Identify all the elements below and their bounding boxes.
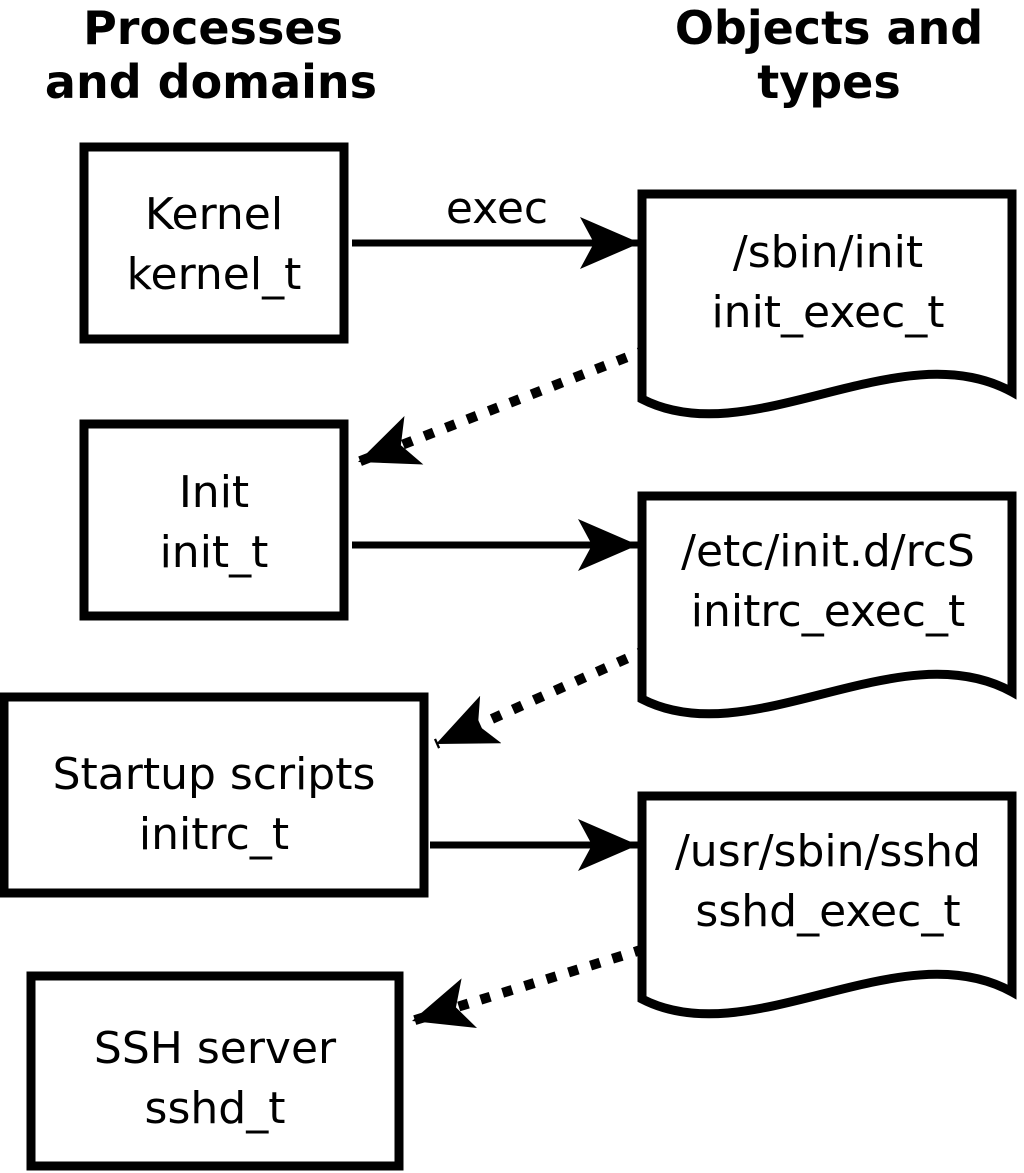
process-domain: kernel_t	[127, 249, 302, 300]
edge-sshdexec-to-sshdt	[410, 944, 646, 1029]
process-name: Startup scripts	[53, 749, 376, 800]
process-node-ssh-server: SSH server sshd_t	[26, 971, 404, 1171]
edge-initexec-to-initt	[356, 344, 650, 467]
process-box	[0, 692, 429, 898]
object-path: /etc/init.d/rcS	[681, 526, 975, 577]
dotted-arrow	[356, 344, 650, 467]
column-header-objects-line2: types	[757, 55, 900, 109]
edge-kernel-exec-init: exec	[352, 183, 640, 269]
process-box	[79, 419, 349, 621]
dotted-arrow	[433, 644, 651, 749]
object-node-sbin-init: /sbin/init init_exec_t	[637, 189, 1017, 419]
column-header-objects-line1: Objects and	[675, 1, 983, 55]
document-shape	[637, 189, 1017, 419]
object-path: /usr/sbin/sshd	[675, 826, 981, 877]
process-name: Init	[179, 467, 249, 518]
process-box	[79, 142, 349, 344]
process-domain: initrc_t	[139, 809, 289, 860]
document-shape	[637, 491, 1017, 719]
dotted-arrow	[410, 944, 646, 1029]
process-node-init: Init init_t	[79, 419, 349, 621]
process-name: Kernel	[145, 189, 283, 240]
process-domain: init_t	[160, 527, 269, 578]
column-header-processes-line1: Processes	[83, 1, 343, 55]
object-node-etc-initd-rcs: /etc/init.d/rcS initrc_exec_t	[637, 491, 1017, 719]
object-type: init_exec_t	[711, 287, 944, 338]
object-type: initrc_exec_t	[691, 586, 965, 637]
process-node-kernel: Kernel kernel_t	[79, 142, 349, 344]
process-node-startup-scripts: Startup scripts initrc_t	[0, 692, 429, 898]
document-shape	[637, 791, 1017, 1019]
edge-label-exec: exec	[446, 183, 548, 234]
object-type: sshd_exec_t	[695, 886, 960, 937]
object-node-usr-sbin-sshd: /usr/sbin/sshd sshd_exec_t	[637, 791, 1017, 1019]
column-header-processes-line2: and domains	[45, 55, 377, 109]
process-name: SSH server	[94, 1023, 337, 1074]
edge-initrcexec-to-initrct	[433, 644, 651, 749]
object-path: /sbin/init	[733, 227, 923, 278]
process-box	[26, 971, 404, 1171]
process-domain: sshd_t	[145, 1083, 286, 1134]
